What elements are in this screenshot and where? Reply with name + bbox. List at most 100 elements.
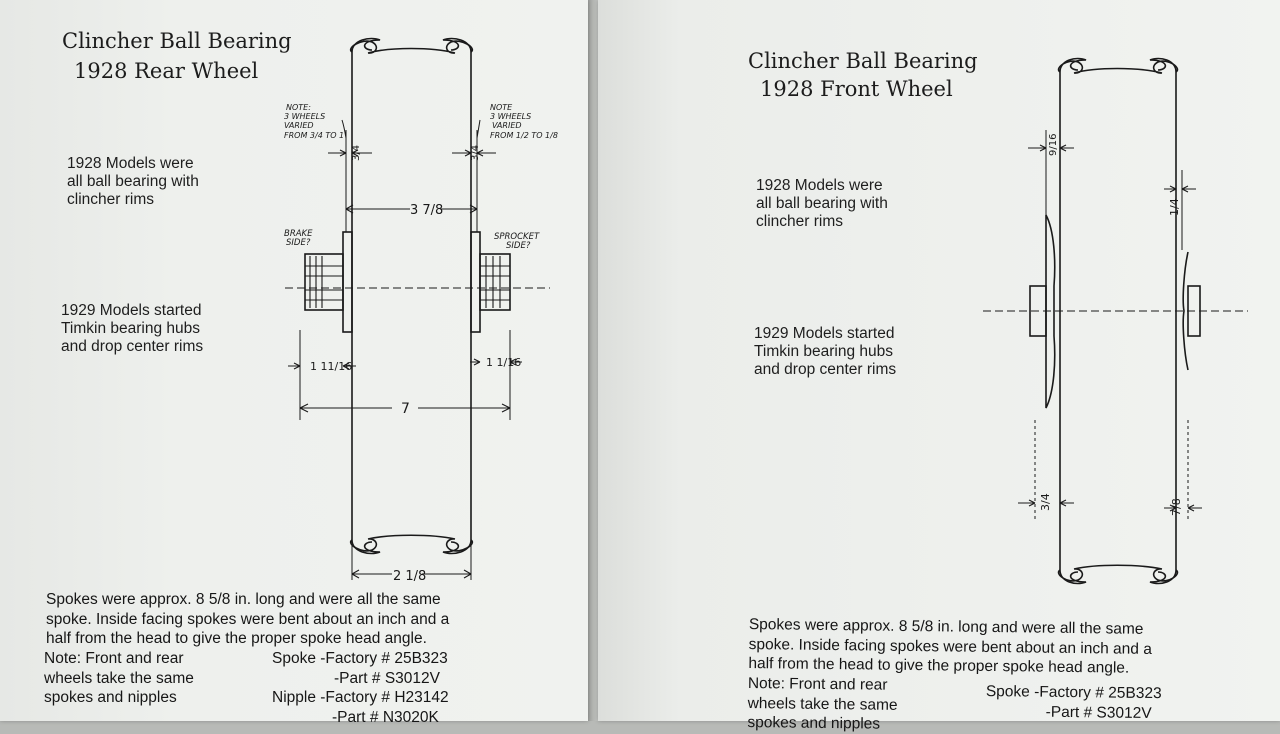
front-wheel-sheet: Clincher Ball Bearing 1928 Front Wheel 1… (598, 0, 1280, 733)
note-line: spokes and nipples (44, 689, 177, 706)
hand-dim-left-bottom: 1 11/16 (310, 360, 352, 373)
note-line: Timkin bearing hubs (61, 320, 200, 337)
note-1929-models: 1929 Models started Timkin bearing hubs … (61, 302, 203, 356)
hand-dim-width: 7 (401, 401, 410, 417)
dim-arrow-rim (351, 569, 472, 579)
dim-arrow-width (299, 403, 511, 413)
hand-note-right: FROM 1/2 TO 1/8 (490, 131, 558, 140)
part-nipple-number: -Part # N3020K (332, 708, 439, 726)
hand-note-left: VARIED (284, 121, 314, 130)
note-line: and drop center rims (61, 338, 204, 355)
left-flange (342, 231, 353, 333)
part-spoke-number: -Part # S3012V (334, 669, 440, 687)
hand-dim-bottom-left: 3/4 (1039, 493, 1052, 511)
dim-arrow-bottom-left (1018, 499, 1074, 507)
hand-note-left: NOTE: (286, 103, 311, 112)
note-line: and drop center rims (754, 361, 897, 378)
title-line-2: 1928 Rear Wheel (74, 59, 259, 83)
dim-arrow-bottom-right (1164, 504, 1202, 512)
rim-bottom-clincher (1057, 564, 1179, 582)
note-line: wheels take the same (44, 669, 194, 687)
rear-wheel-diagram: NOTE: 3 WHEELS VARIED FROM 3/4 TO 1 NOTE… (284, 37, 558, 584)
rim-top-lip (1059, 57, 1177, 73)
note-1929-models: 1929 Models started Timkin bearing hubs … (754, 325, 896, 379)
hand-sprocket-side: SIDE? (506, 241, 531, 251)
spokes-description: Spokes were approx. 8 5/8 in. long and w… (748, 615, 1152, 678)
note-line: all ball bearing with (756, 195, 888, 212)
hand-dim-center: 3 7/8 (410, 203, 443, 218)
spokes-line: Spokes were approx. 8 5/8 in. long and w… (46, 591, 441, 608)
front-wheel-title: Clincher Ball Bearing 1928 Front Wheel (748, 47, 978, 103)
hand-sprocket-side: SPROCKET (494, 232, 540, 242)
rim-bottom-lip (351, 539, 472, 555)
hand-note-right: NOTE (490, 103, 513, 112)
rim-bottom-clincher (349, 534, 474, 552)
note-line: Note: Front and rear (747, 674, 888, 694)
dim-arrow-left-top (328, 149, 372, 157)
note-line: 1929 Models started (61, 302, 202, 319)
dim-arrow-top-left (1028, 144, 1074, 152)
note-line: 1929 Models started (754, 325, 895, 342)
front-rear-note: Note: Front and rear wheels take the sam… (44, 649, 194, 708)
note-line: 1928 Models were (67, 155, 194, 172)
hand-dim-top-right: 1/4 (1168, 198, 1181, 216)
note-1928-models: 1928 Models were all ball bearing with c… (67, 155, 199, 209)
parts-list: Spoke -Factory # 25B323 -Part # S3012V (986, 682, 1162, 723)
spokes-line: half from the head to give the proper sp… (46, 630, 427, 647)
spokes-line: spoke. Inside facing spokes were bent ab… (46, 610, 450, 628)
dim-arrow-right-top (452, 149, 496, 157)
dim-arrow-left-bottom (288, 362, 356, 370)
left-flange (1045, 214, 1056, 409)
note-line: wheels take the same (747, 694, 898, 714)
hand-note-left: 3 WHEELS (284, 112, 325, 121)
hand-dim-right-top: 3/4 (470, 145, 481, 161)
rim-top-clincher (1057, 60, 1179, 74)
title-line-1: Clincher Ball Bearing (748, 49, 978, 73)
part-spoke-number: -Part # S3012V (1045, 703, 1152, 722)
hand-dim-right-bottom: 1 1/16 (486, 356, 521, 369)
parts-list: Spoke -Factory # 25B323 -Part # S3012V N… (272, 649, 449, 727)
note-pointer (476, 119, 481, 139)
dim-arrow-top-right (1164, 185, 1196, 193)
spokes-description: Spokes were approx. 8 5/8 in. long and w… (46, 590, 449, 649)
rear-wheel-sheet: Clincher Ball Bearing 1928 Rear Wheel 19… (0, 0, 588, 726)
hand-brake-side: BRAKE (284, 229, 313, 239)
note-pointer (341, 119, 347, 139)
part-nipple-factory: Nipple -Factory # H23142 (272, 689, 449, 706)
hand-brake-side: SIDE? (286, 238, 311, 248)
left-hub-body (304, 253, 344, 311)
note-line: clincher rims (756, 213, 843, 230)
title-line-2: 1928 Front Wheel (760, 77, 953, 101)
hand-dim-top-left: 9/16 (1048, 134, 1059, 156)
dim-arrow-right-bottom (470, 358, 522, 366)
front-wheel-diagram: 9/16 1/4 3/4 7/8 (983, 57, 1248, 585)
hand-dim-left-top: 3/4 (351, 145, 362, 161)
front-rear-note: Note: Front and rear wheels take the sam… (747, 674, 898, 734)
note-line: 1928 Models were (756, 177, 883, 194)
page-gap (588, 0, 598, 721)
right-flange (470, 231, 481, 333)
title-line-1: Clincher Ball Bearing (62, 29, 292, 53)
rear-wheel-title: Clincher Ball Bearing 1928 Rear Wheel (62, 26, 292, 86)
note-line: clincher rims (67, 191, 154, 208)
note-line: Timkin bearing hubs (754, 343, 893, 360)
hand-note-right: 3 WHEELS (490, 112, 531, 121)
left-hub-teeth (305, 256, 343, 308)
right-hub-teeth (480, 256, 510, 308)
hand-dim-bottom-right: 7/8 (1170, 498, 1183, 516)
dim-arrow-center (345, 204, 478, 214)
note-line: spokes and nipples (747, 713, 881, 733)
part-spoke-factory: Spoke -Factory # 25B323 (985, 682, 1162, 703)
rim-top-clincher (349, 40, 474, 54)
rim-top-lip (351, 37, 472, 53)
note-1928-models: 1928 Models were all ball bearing with c… (756, 177, 888, 231)
right-flange (1182, 251, 1189, 371)
hand-note-left: FROM 3/4 TO 1 (284, 131, 344, 140)
hand-dim-rim: 2 1/8 (393, 569, 426, 584)
hand-note-right: VARIED (492, 121, 522, 130)
note-line: all ball bearing with (67, 173, 199, 190)
right-hub-body (479, 253, 511, 311)
note-line: Note: Front and rear (44, 650, 184, 667)
part-spoke-factory: Spoke -Factory # 25B323 (272, 650, 448, 667)
rim-bottom-lip (1059, 569, 1177, 585)
